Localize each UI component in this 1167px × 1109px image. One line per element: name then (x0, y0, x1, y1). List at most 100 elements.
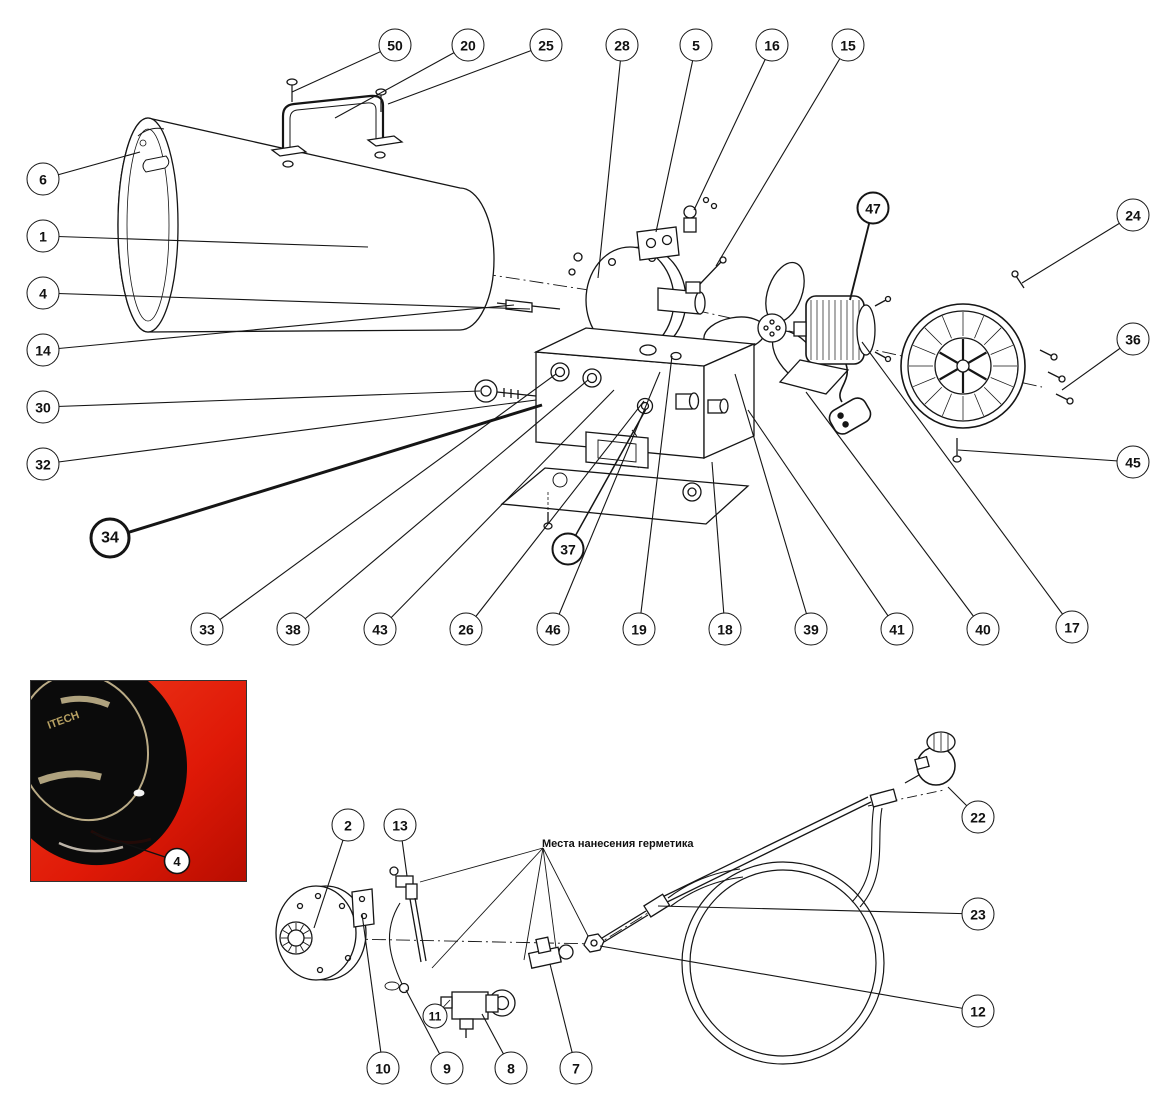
leader-line-10 (361, 913, 384, 1069)
leader-line-46 (552, 371, 661, 630)
carry-handle (270, 78, 404, 168)
elbow-fitting (389, 866, 427, 963)
control-box (474, 327, 757, 469)
callout-5: 5 (679, 28, 713, 62)
pressure-regulator (904, 731, 956, 786)
leader-line-41 (747, 409, 898, 630)
leader-line-32 (42, 399, 537, 465)
leader-line-26 (465, 400, 645, 630)
leader-line-19 (638, 355, 673, 630)
callout-33: 33 (190, 612, 224, 646)
inset-leader-line (92, 832, 166, 858)
housing-edge-line (58, 841, 124, 853)
thermocouple (384, 902, 410, 994)
power-plug (828, 363, 872, 435)
burner-mounting-plate (275, 885, 367, 981)
leader-line-24 (1021, 214, 1134, 284)
callout-18: 18 (708, 612, 742, 646)
callout-1: 1 (26, 219, 60, 253)
callout-37: 37 (551, 532, 585, 566)
mounting-bracket (351, 888, 375, 928)
fan-spoke (60, 695, 111, 708)
callout-20: 20 (451, 28, 485, 62)
leader-line-34 (109, 403, 543, 540)
callout-4-inset-label: 4 (173, 854, 181, 869)
highlight-dot (133, 789, 145, 797)
callout-19: 19 (622, 612, 656, 646)
gas-hose-loop (667, 805, 885, 1065)
sealant-leader-line (431, 847, 544, 969)
photo-inset: ITECH 4 (0, 656, 247, 882)
axis-line-regulator (867, 789, 945, 807)
callout-39: 39 (794, 612, 828, 646)
leader-line-1 (42, 235, 369, 248)
callout-4-inset (163, 847, 191, 875)
leader-line-39 (734, 373, 812, 630)
sealant-leader-line (523, 847, 544, 961)
callout-16: 16 (755, 28, 789, 62)
leader-line-30 (42, 390, 481, 408)
callout-4: 4 (26, 276, 60, 310)
callout-12: 12 (961, 994, 995, 1028)
leader-line-6 (42, 151, 141, 180)
callout-46: 46 (536, 612, 570, 646)
leader-line-17 (861, 341, 1073, 628)
callout-17: 17 (1055, 610, 1089, 644)
callout-9: 9 (430, 1051, 464, 1085)
callout-26: 26 (449, 612, 483, 646)
callout-2: 2 (331, 808, 365, 842)
leader-line-43 (379, 389, 615, 630)
callout-40: 40 (966, 612, 1000, 646)
callout-36: 36 (1116, 322, 1150, 356)
callout-41: 41 (880, 612, 914, 646)
leader-line-50 (291, 44, 396, 93)
photo-inset-image: ITECH 4 (0, 656, 246, 881)
base-plate (500, 467, 750, 530)
callout-6: 6 (26, 162, 60, 196)
gas-valve (440, 989, 516, 1038)
callout-8: 8 (494, 1051, 528, 1085)
leader-line-4 (42, 292, 531, 310)
callout-28: 28 (605, 28, 639, 62)
leader-line-37 (567, 408, 647, 550)
sealant-leader-line (542, 847, 589, 937)
leader-line-12 (599, 945, 979, 1012)
callout-13: 13 (383, 808, 417, 842)
leader-line-23 (657, 905, 979, 915)
leader-line-40 (805, 391, 984, 630)
leader-line-5 (655, 44, 697, 233)
callout-34: 34 (89, 517, 131, 559)
callout-50: 50 (378, 28, 412, 62)
sealant-leader-line (419, 847, 544, 883)
burner-head (496, 196, 727, 354)
callout-24: 24 (1116, 198, 1150, 232)
rear-grille (900, 270, 1074, 463)
callout-22: 22 (961, 800, 995, 834)
leader-line-18 (711, 461, 726, 630)
leader-line-20 (334, 44, 469, 119)
callout-45: 45 (1116, 445, 1150, 479)
fan-housing-dark (0, 656, 187, 866)
callout-38: 38 (276, 612, 310, 646)
leader-line-15 (715, 44, 849, 267)
leader-line-33 (206, 373, 557, 630)
gas-pipe (601, 788, 898, 943)
sealant-leader-line (542, 847, 557, 949)
callout-32: 32 (26, 447, 60, 481)
combustion-chamber (117, 117, 495, 333)
union-nut (583, 933, 605, 953)
leader-line-25 (387, 44, 547, 105)
callout-10: 10 (366, 1051, 400, 1085)
leader-line-14 (42, 304, 515, 351)
leader-line-16 (693, 44, 773, 211)
tee-fitting (527, 936, 574, 969)
callout-7: 7 (559, 1051, 593, 1085)
callout-25: 25 (529, 28, 563, 62)
callout-14: 14 (26, 333, 60, 367)
leader-line-45 (957, 449, 1134, 463)
sealant-note: Места нанесения герметика (542, 838, 694, 850)
